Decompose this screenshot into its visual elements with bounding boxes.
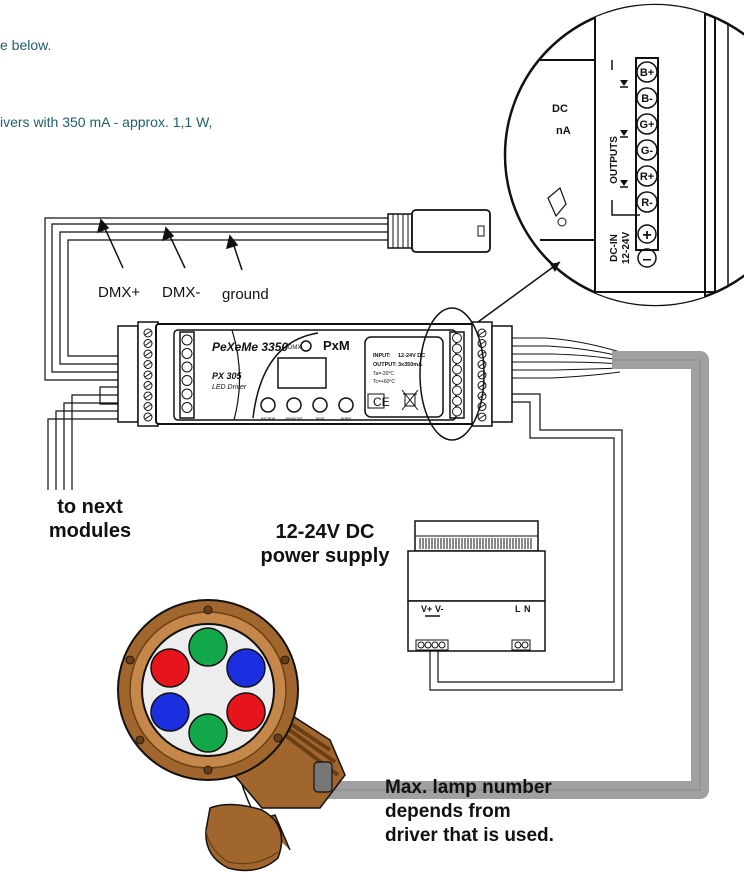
driver-subtitle: LED Driver [212, 384, 247, 391]
next-modules-label: to next modules [20, 495, 160, 543]
driver-model: PX 305 [212, 371, 243, 381]
psu-l: L [515, 604, 521, 614]
zoom-terminal-4 [636, 165, 658, 187]
outputs-highlight-ellipse [419, 307, 485, 441]
led-green [188, 713, 228, 753]
driver-right-terminal [452, 396, 462, 406]
driver-left-terminal [181, 375, 193, 386]
output-wires [512, 337, 621, 379]
power-supply-label: 12-24V DC power supply [240, 520, 410, 568]
driver-right-terminal [452, 406, 462, 417]
dmx-led-indicator [300, 340, 312, 352]
zoom-terminal-3 [636, 139, 658, 161]
spec-tc: Tc=+60°C [373, 379, 395, 385]
next-modules-line2: modules [48, 520, 132, 542]
zoom-terminal-label: B- [641, 93, 653, 105]
psu-n: N [524, 604, 531, 614]
zoom-dcin-line1: DC-IN [609, 234, 620, 262]
power-supply-line1: 12-24V DC [275, 521, 375, 543]
dmx-plus-label: DMX+ [98, 284, 140, 301]
zoom-dcin-minus: – [643, 251, 652, 268]
dmx-label-arrows [96, 218, 243, 271]
zoom-dcin-plus: + [642, 227, 651, 244]
driver-left-terminal [181, 388, 193, 400]
led-driver-unit: PeXeMe 3350 PX 305 LED Driver DMX PxM es… [117, 321, 513, 427]
zoom-terminal-label: G+ [640, 119, 655, 131]
spec-output-value: 3x350mA [398, 362, 422, 368]
spec-input-label: INPUT: [373, 353, 391, 359]
next-modules-cable [47, 386, 138, 490]
driver-button-label: previous [285, 416, 303, 421]
driver-right-terminal [452, 354, 462, 364]
zoom-terminal-label: G- [641, 145, 654, 157]
led-blue [226, 648, 266, 688]
lamp-note-line3: driver that is used. [385, 825, 554, 846]
zoom-terminal-label: R- [641, 197, 653, 209]
driver-brand-logo: PxM [323, 338, 350, 353]
intro-text-line2: ivers with 350 mA - approx. 1,1 W, [0, 114, 213, 130]
zoom-partial-ma: nA [556, 125, 571, 137]
driver-button-enter [338, 397, 354, 413]
power-supply-unit: V+ V- L N [407, 520, 546, 652]
spec-output-label: OUTPUT: [373, 362, 397, 368]
driver-button-escape [260, 397, 276, 413]
zoom-terminal-1 [636, 87, 658, 109]
driver-button-label: escape [261, 416, 276, 421]
driver-display [277, 357, 327, 389]
driver-right-terminal [452, 364, 462, 375]
lamp-note-line1: Max. lamp number [385, 777, 552, 798]
lamp-note-line2: depends from [385, 801, 511, 822]
ce-mark: CE [373, 395, 390, 409]
driver-right-terminal [452, 385, 462, 396]
led-red [150, 648, 190, 688]
dmx-ground-label: ground [222, 286, 269, 303]
driver-dmx-led-label: DMX [288, 345, 301, 351]
zoom-magnifier: DC nA OUTPUTS DC-IN 12-24V B+ B- G+ G- R+ R- [503, 3, 744, 307]
zoom-terminal-label: R+ [640, 171, 654, 183]
dmx-minus-label: DMX- [162, 284, 200, 301]
driver-right-terminal [452, 343, 462, 354]
rgb-spotlight-lamp [117, 599, 346, 872]
psu-v-plus: V+ [421, 604, 432, 614]
driver-left-terminal [181, 348, 193, 359]
power-supply-line2: power supply [260, 545, 390, 567]
intro-text-line1: e below. [0, 37, 52, 53]
driver-right-terminal [452, 375, 462, 385]
driver-left-terminal [181, 402, 193, 413]
spec-ta: Ta=-20°C [373, 371, 394, 377]
zoom-terminal-0 [636, 61, 658, 83]
led-red [226, 692, 266, 732]
driver-button-label: enter [341, 416, 352, 421]
lamp-number-note: Max. lamp number depends from driver tha… [385, 776, 625, 848]
led-green [188, 627, 228, 667]
power-supply-wires [429, 393, 623, 691]
zoom-pointer-arrowhead [550, 262, 560, 272]
zoom-terminal-5 [636, 191, 658, 213]
zoom-pointer-line [477, 261, 561, 323]
zoom-partial-dc: DC [552, 103, 568, 115]
driver-left-terminal [181, 361, 193, 373]
zoom-terminal-label: B+ [640, 67, 654, 79]
spec-input-value: 12-24V DC [398, 353, 425, 359]
next-modules-line1: to next [57, 496, 123, 518]
xlr-connector [387, 209, 491, 253]
led-blue [150, 692, 190, 732]
zoom-terminal-2 [636, 113, 658, 135]
driver-model-script: PeXeMe 3350 [212, 340, 288, 354]
driver-button-label: next [316, 416, 325, 421]
driver-right-terminal [452, 333, 462, 343]
driver-button-previous [286, 397, 302, 413]
zoom-outputs-label: OUTPUTS [609, 136, 620, 184]
driver-left-terminal [181, 334, 193, 346]
weee-bin-icon [401, 389, 419, 411]
psu-v-minus: V- [435, 604, 444, 614]
driver-button-next [312, 397, 328, 413]
zoom-dcin-line2: 12-24V [621, 232, 632, 265]
